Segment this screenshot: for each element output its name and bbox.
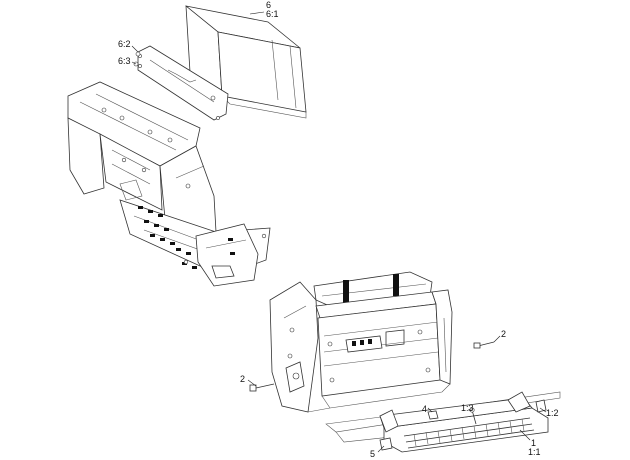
seat-strap-left [343, 280, 349, 304]
callout-labels: 6 6:1 6:2 6:3 2 2 4 1:3 1:2 1 1:1 5 [118, 0, 559, 459]
callout-1-1: 1:1 [528, 447, 541, 457]
callout-6-1: 6:1 [266, 9, 279, 19]
callout-2-right: 2 [501, 329, 506, 339]
callout-6-2: 6:2 [118, 39, 131, 49]
lower-frame [269, 281, 453, 413]
callout-6: 6 [266, 0, 271, 10]
seat-strap-right [393, 274, 399, 296]
upper-frame [67, 81, 271, 287]
callout-5: 5 [370, 449, 375, 459]
callout-2-left: 2 [240, 374, 245, 384]
step-tread [403, 417, 535, 449]
callout-1: 1 [531, 438, 536, 448]
floor-slots [138, 206, 235, 269]
control-box [345, 329, 405, 353]
step-platform [379, 391, 549, 453]
leader-lines [131, 11, 547, 453]
callout-6-3: 6:3 [118, 56, 131, 66]
callout-1-3: 1:3 [461, 403, 474, 413]
bolt-hardware [133, 51, 547, 451]
callout-4: 4 [422, 404, 427, 414]
callout-1-2: 1:2 [546, 408, 559, 418]
